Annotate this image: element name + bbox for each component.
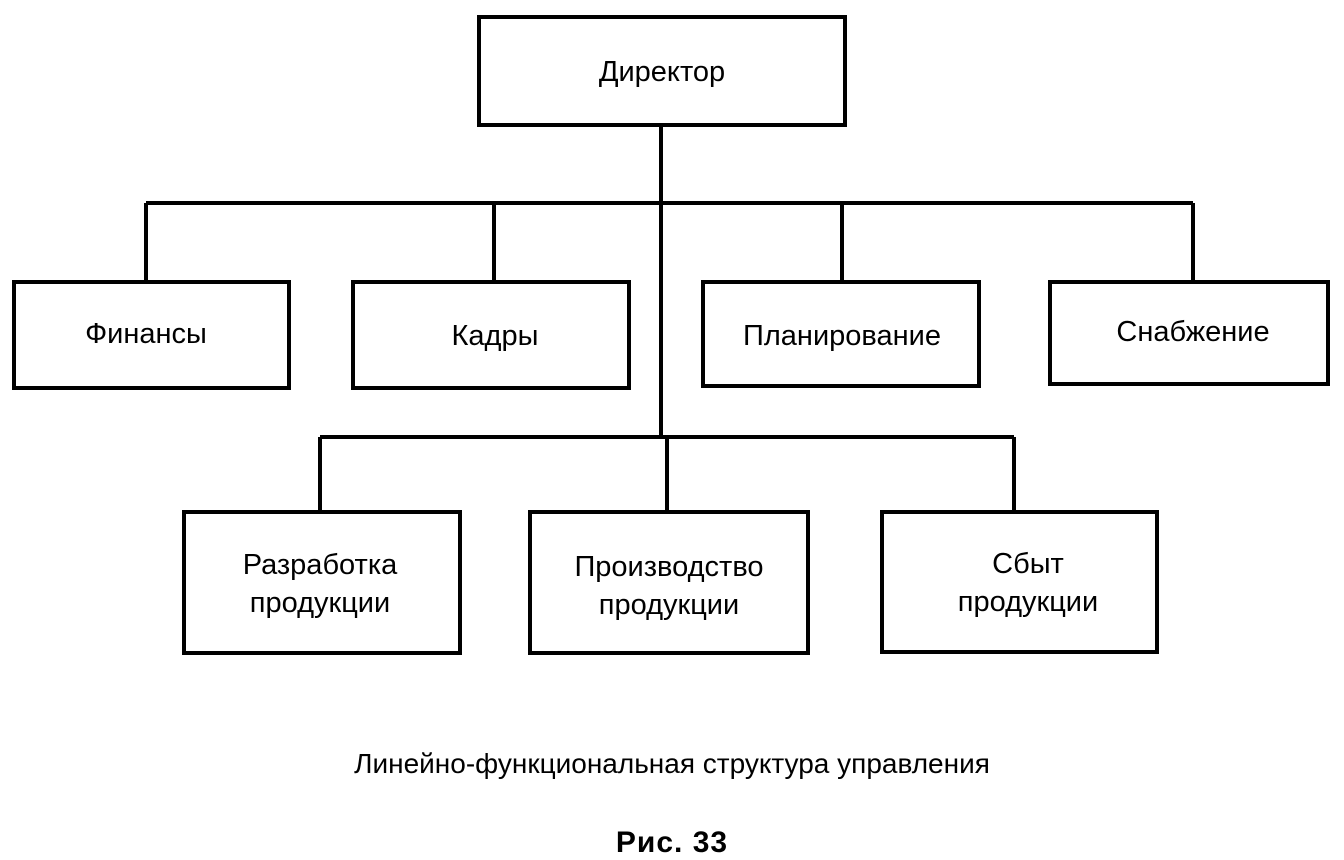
director-label: Директор [599,56,725,88]
development-label-line2: продукции [250,587,390,619]
planning-box: Планирование [701,280,981,388]
director-box: Директор [477,15,847,127]
sales-label-line2: продукции [958,586,1098,618]
production-label-line2: продукции [599,589,739,621]
supply-box: Снабжение [1048,280,1330,386]
sales-label-line1: Сбыт [992,548,1064,580]
planning-label: Планирование [743,320,941,352]
development-label-line1: Разработка [243,549,398,581]
finance-box: Финансы [12,280,291,390]
figure-label: Рис. 33 [615,826,729,859]
supply-label: Снабжение [1116,316,1269,348]
production-label-line1: Производство [574,551,763,583]
development-box: Разработка продукции [182,510,462,655]
finance-label: Финансы [85,318,207,350]
production-box: Производство продукции [528,510,810,655]
connector-lines [144,125,1195,512]
sales-box: Сбыт продукции [880,510,1159,654]
personnel-label: Кадры [452,320,539,352]
diagram-caption: Линейно-функциональная структура управле… [354,748,990,779]
personnel-box: Кадры [351,280,631,390]
